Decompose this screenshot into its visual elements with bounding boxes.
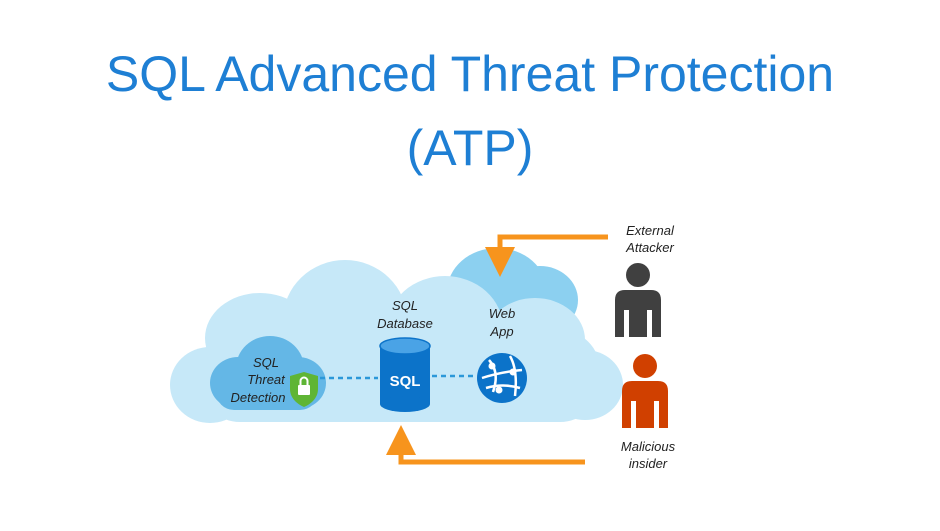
sql-database-label-1: SQL	[392, 298, 418, 313]
threat-detection-label-3: Detection	[231, 390, 286, 405]
threat-detection-label-2: Threat	[247, 372, 286, 387]
threat-detection-label-1: SQL	[253, 355, 279, 370]
external-attacker-label-2: Attacker	[625, 240, 674, 255]
page-title-subtitle: (ATP)	[406, 120, 534, 176]
attack-arrow-external	[485, 234, 608, 277]
sql-database-label-2: Database	[377, 316, 433, 331]
sql-database-badge: SQL	[390, 373, 421, 390]
page-title: SQL Advanced Threat Protection	[105, 46, 835, 102]
shield-lock-icon	[290, 372, 318, 407]
database-icon	[379, 337, 431, 412]
web-app-label-2: App	[489, 324, 513, 339]
external-attacker-label-1: External	[626, 223, 675, 238]
web-app-label-1: Web	[489, 306, 516, 321]
attack-arrow-insider	[386, 425, 585, 465]
malicious-insider-person-icon	[622, 354, 668, 428]
malicious-insider-label-2: insider	[629, 456, 668, 471]
malicious-insider-label-1: Malicious	[621, 439, 676, 454]
external-attacker-person-icon	[615, 263, 661, 337]
web-app-globe-icon	[477, 353, 527, 403]
